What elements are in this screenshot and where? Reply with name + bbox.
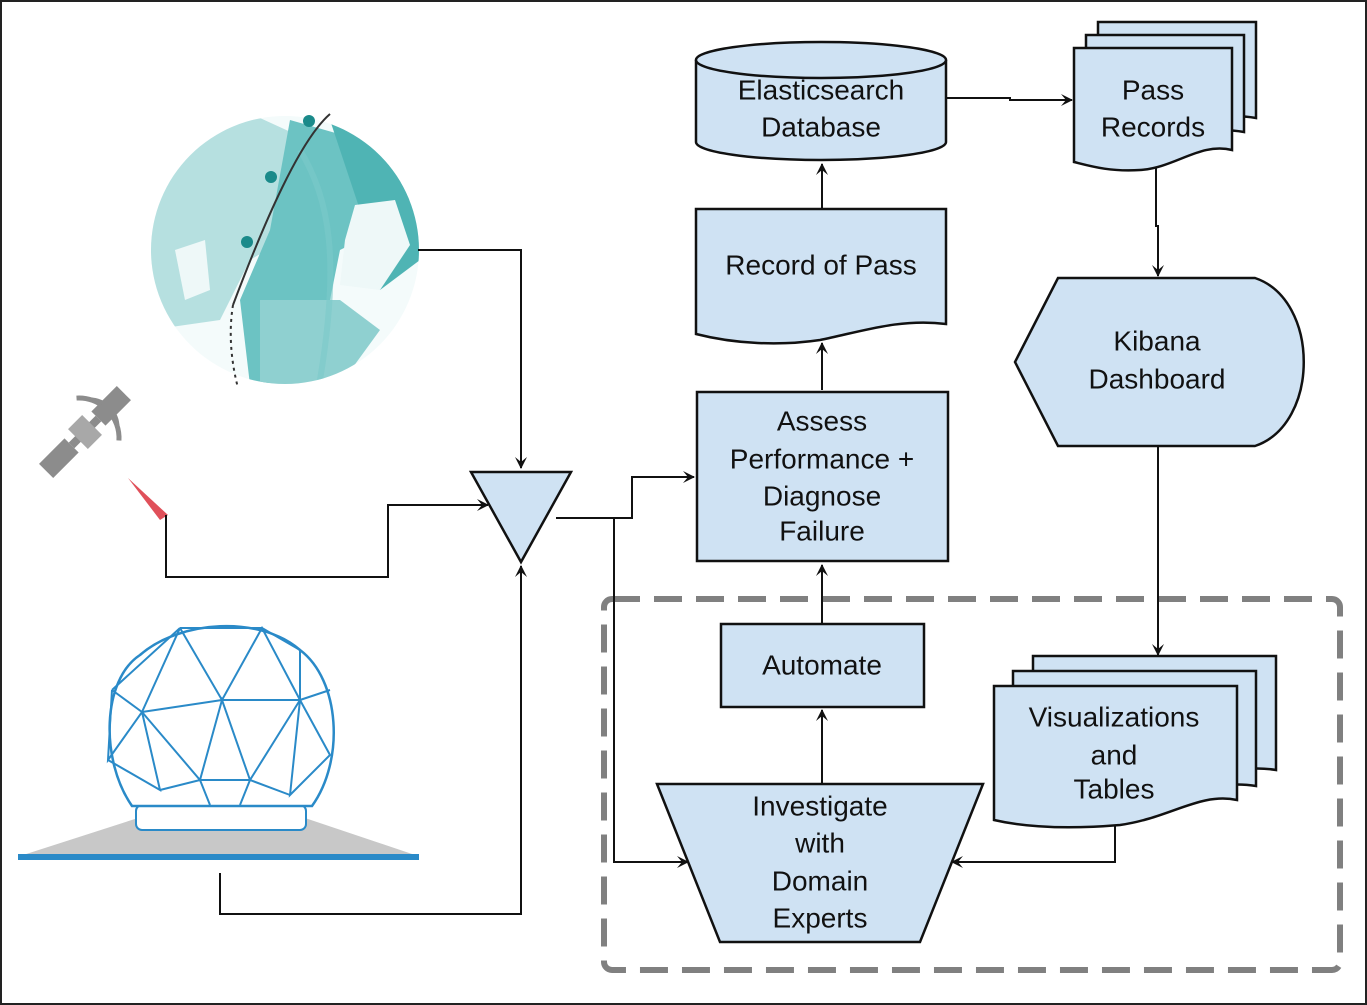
- globe-to-merge-connector: [418, 249, 527, 469]
- elasticsearch-database-label-line1: Elasticsearch: [738, 74, 905, 105]
- investigate-label-line4: Experts: [773, 902, 868, 933]
- pass-records-label-line1: Pass: [1122, 74, 1184, 105]
- merge-to-investigate-connector: [613, 518, 689, 868]
- investigate-domain-experts-node: Investigate with Domain Experts: [655, 782, 985, 944]
- assess-label-line2: Performance +: [730, 443, 914, 474]
- pass-records-label-line2: Records: [1101, 111, 1205, 142]
- visualizations-label-line3: Tables: [1074, 773, 1155, 804]
- database-to-pass-records-connector: [946, 94, 1073, 106]
- radome-ground-station-icon: [18, 625, 419, 860]
- investigate-label-line2: with: [794, 827, 845, 858]
- visualizations-to-investigate-connector: [951, 818, 1116, 868]
- merge-to-assess-connector: [556, 471, 695, 519]
- earth-orbit-icon: [151, 113, 419, 389]
- record-of-pass-label: Record of Pass: [725, 249, 916, 280]
- analysis-region-border: [601, 596, 1343, 973]
- radome-to-merge-connector: [219, 565, 527, 915]
- automate-label: Automate: [762, 649, 882, 680]
- kibana-dashboard-label-line1: Kibana: [1113, 325, 1201, 356]
- investigate-label-line3: Domain: [772, 865, 868, 896]
- assess-label-line3: Diagnose: [763, 480, 881, 511]
- pass-records-node: Pass Records: [1072, 20, 1258, 172]
- record-of-pass-node: Record of Pass: [694, 207, 948, 345]
- visualizations-tables-node: Visualizations and Tables: [992, 654, 1278, 829]
- kibana-dashboard-label-line2: Dashboard: [1089, 363, 1226, 394]
- assess-label-line1: Assess: [777, 405, 867, 436]
- assess-performance-node: Assess Performance + Diagnose Failure: [695, 390, 950, 563]
- assess-label-line4: Failure: [779, 515, 865, 546]
- satellite-to-merge-connector: [165, 499, 489, 578]
- signal-beam-icon: [128, 478, 168, 520]
- pass-records-to-kibana-connector: [1152, 168, 1164, 277]
- visualizations-label-line1: Visualizations: [1029, 701, 1200, 732]
- merge-triangle-icon: [468, 470, 574, 565]
- automate-node: Automate: [719, 622, 926, 709]
- connectors: [165, 94, 1164, 915]
- investigate-label-line1: Investigate: [752, 790, 887, 821]
- visualizations-label-line2: and: [1091, 739, 1138, 770]
- elasticsearch-database-label-line2: Database: [761, 111, 881, 142]
- kibana-dashboard-node: Kibana Dashboard: [1013, 276, 1305, 448]
- elasticsearch-database-node: Elasticsearch Database: [694, 40, 948, 162]
- satellite-icon: [39, 386, 131, 478]
